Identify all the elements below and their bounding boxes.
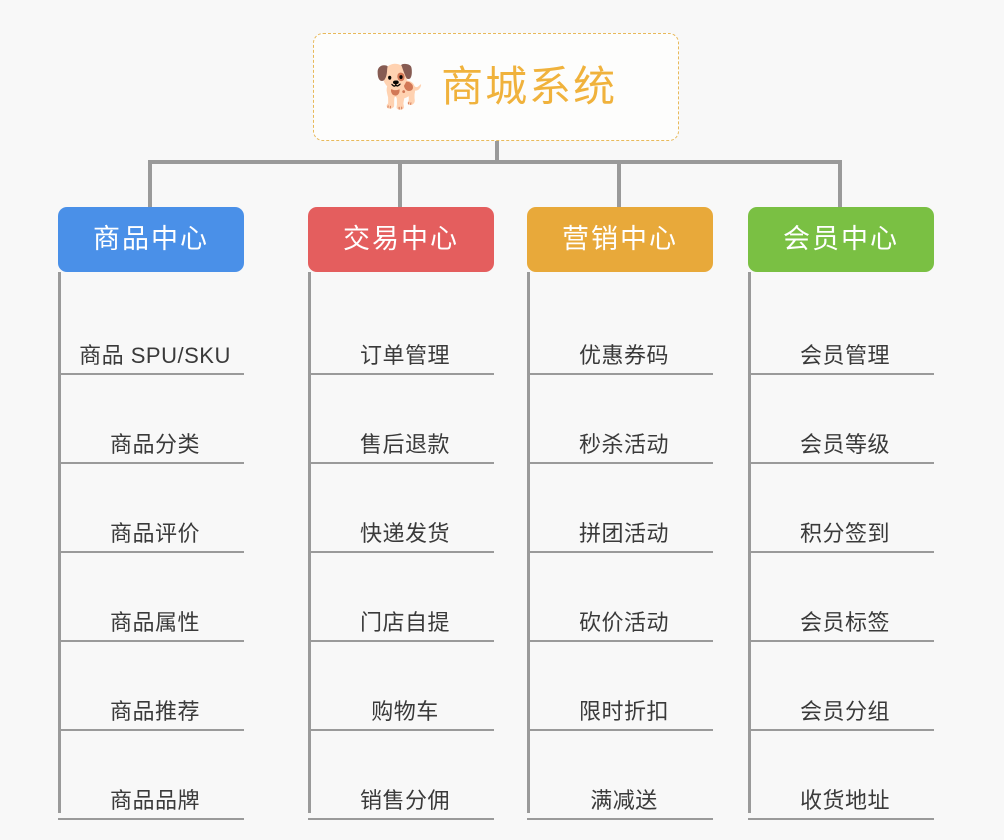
branch-header-3[interactable]: 营销中心	[527, 207, 713, 272]
branch-title-3: 营销中心	[562, 224, 678, 254]
leaf-item[interactable]: 商品分类	[58, 375, 244, 464]
connector-drop-4	[838, 160, 842, 207]
leaf-label: 门店自提	[359, 609, 450, 635]
leaf-label: 砍价活动	[578, 609, 669, 635]
leaf-label: 购物车	[371, 698, 439, 724]
leaf-item[interactable]: 拼团活动	[527, 464, 713, 553]
leaf-item[interactable]: 限时折扣	[527, 642, 713, 731]
leaf-label: 秒杀活动	[578, 431, 669, 457]
leaf-label: 拼团活动	[578, 520, 669, 546]
branch-items-2: 订单管理 售后退款 快递发货 门店自提 购物车 销售分佣	[308, 272, 494, 820]
leaf-label: 订单管理	[359, 342, 450, 368]
connector-drop-2	[398, 160, 402, 207]
leaf-item[interactable]: 商品属性	[58, 553, 244, 642]
leaf-label: 会员标签	[799, 609, 890, 635]
branch-title-1: 商品中心	[93, 224, 209, 254]
branch-trunk-1	[58, 272, 61, 813]
branch-items-1: 商品 SPU/SKU 商品分类 商品评价 商品属性 商品推荐 商品品牌	[58, 272, 244, 820]
leaf-label: 商品评价	[109, 520, 200, 546]
leaf-item[interactable]: 商品推荐	[58, 642, 244, 731]
connector-drop-3	[617, 160, 621, 207]
leaf-label: 商品 SPU/SKU	[79, 342, 231, 368]
leaf-label: 商品分类	[109, 431, 200, 457]
leaf-item[interactable]: 销售分佣	[308, 731, 494, 820]
leaf-item[interactable]: 会员分组	[748, 642, 934, 731]
leaf-item[interactable]: 快递发货	[308, 464, 494, 553]
leaf-item[interactable]: 砍价活动	[527, 553, 713, 642]
leaf-item[interactable]: 会员管理	[748, 286, 934, 375]
leaf-label: 会员管理	[799, 342, 890, 368]
branch-header-1[interactable]: 商品中心	[58, 207, 244, 272]
branch-column-1: 商品中心 商品 SPU/SKU 商品分类 商品评价 商品属性 商品推荐 商品品牌	[58, 207, 244, 820]
leaf-label: 销售分佣	[359, 787, 450, 813]
leaf-item[interactable]: 会员标签	[748, 553, 934, 642]
branch-header-2[interactable]: 交易中心	[308, 207, 494, 272]
branch-items-3: 优惠券码 秒杀活动 拼团活动 砍价活动 限时折扣 满减送	[527, 272, 713, 820]
leaf-label: 收货地址	[799, 787, 890, 813]
leaf-label: 满减送	[590, 787, 658, 813]
branch-items-4: 会员管理 会员等级 积分签到 会员标签 会员分组 收货地址	[748, 272, 934, 820]
leaf-item[interactable]: 购物车	[308, 642, 494, 731]
branch-title-4: 会员中心	[783, 224, 899, 254]
leaf-item[interactable]: 门店自提	[308, 553, 494, 642]
leaf-label: 商品属性	[109, 609, 200, 635]
connector-horizontal-bus	[148, 160, 842, 164]
leaf-label: 快递发货	[359, 520, 450, 546]
leaf-label: 会员等级	[799, 431, 890, 457]
branch-column-3: 营销中心 优惠券码 秒杀活动 拼团活动 砍价活动 限时折扣 满减送	[527, 207, 713, 820]
root-node[interactable]: 🐕 商城系统	[313, 33, 679, 141]
leaf-item[interactable]: 积分签到	[748, 464, 934, 553]
leaf-item[interactable]: 商品评价	[58, 464, 244, 553]
leaf-item[interactable]: 优惠券码	[527, 286, 713, 375]
leaf-item[interactable]: 会员等级	[748, 375, 934, 464]
leaf-item[interactable]: 售后退款	[308, 375, 494, 464]
connector-drop-1	[148, 160, 152, 207]
leaf-label: 商品推荐	[109, 698, 200, 724]
leaf-label: 会员分组	[799, 698, 890, 724]
root-title: 商城系统	[441, 63, 618, 110]
connector-root-stem	[495, 141, 499, 162]
shiba-dog-face-icon: 🐕	[374, 63, 428, 110]
branch-trunk-3	[527, 272, 530, 813]
leaf-item[interactable]: 商品 SPU/SKU	[58, 286, 244, 375]
leaf-label: 限时折扣	[578, 698, 669, 724]
leaf-label: 商品品牌	[109, 787, 200, 813]
leaf-label: 积分签到	[799, 520, 890, 546]
branch-title-2: 交易中心	[343, 224, 459, 254]
leaf-item[interactable]: 满减送	[527, 731, 713, 820]
branch-trunk-2	[308, 272, 311, 813]
leaf-label: 售后退款	[359, 431, 450, 457]
leaf-label: 优惠券码	[578, 342, 669, 368]
branch-header-4[interactable]: 会员中心	[748, 207, 934, 272]
leaf-item[interactable]: 订单管理	[308, 286, 494, 375]
branch-column-4: 会员中心 会员管理 会员等级 积分签到 会员标签 会员分组 收货地址	[748, 207, 934, 820]
branch-column-2: 交易中心 订单管理 售后退款 快递发货 门店自提 购物车 销售分佣	[308, 207, 494, 820]
leaf-item[interactable]: 收货地址	[748, 731, 934, 820]
leaf-item[interactable]: 商品品牌	[58, 731, 244, 820]
branch-trunk-4	[748, 272, 751, 813]
leaf-item[interactable]: 秒杀活动	[527, 375, 713, 464]
